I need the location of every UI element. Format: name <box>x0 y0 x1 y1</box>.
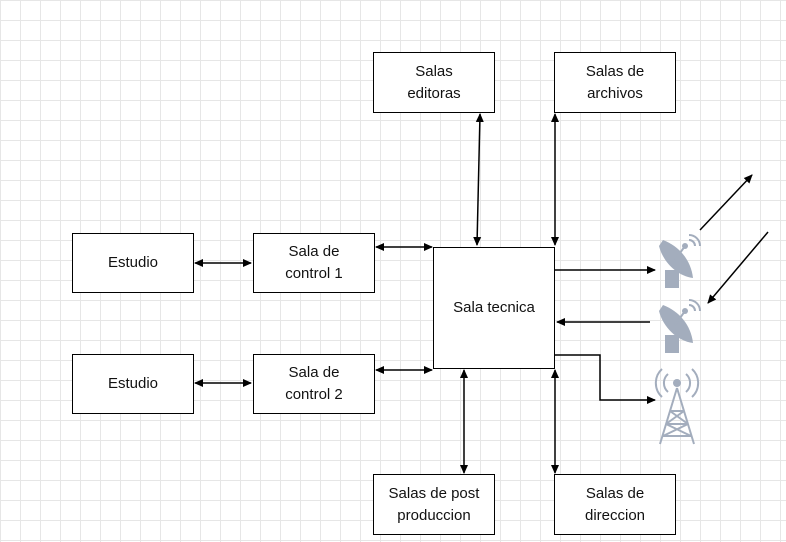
salas-editoras-box: Salas editoras <box>373 52 495 113</box>
radio-tower-icon <box>654 368 700 445</box>
salas-direccion-box: Salas de direccion <box>554 474 676 535</box>
sala-tecnica-box: Sala tecnica <box>433 247 555 369</box>
downlink-arrow <box>707 231 769 304</box>
estudio-1-box: Estudio <box>72 233 194 293</box>
salas-post-produccion-box: Salas de post produccion <box>373 474 495 535</box>
estudio-2-box: Estudio <box>72 354 194 414</box>
edge-tecnica-tower <box>555 354 656 404</box>
sala-control-2-box: Sala de control 2 <box>253 354 375 414</box>
satellite-dish-icon <box>659 299 701 353</box>
edge-editoras-tecnica <box>473 113 484 246</box>
sala-control-1-box: Sala de control 1 <box>253 233 375 293</box>
satellite-dish-icon <box>659 234 701 288</box>
uplink-arrow <box>699 174 753 231</box>
salas-archivos-box: Salas de archivos <box>554 52 676 113</box>
